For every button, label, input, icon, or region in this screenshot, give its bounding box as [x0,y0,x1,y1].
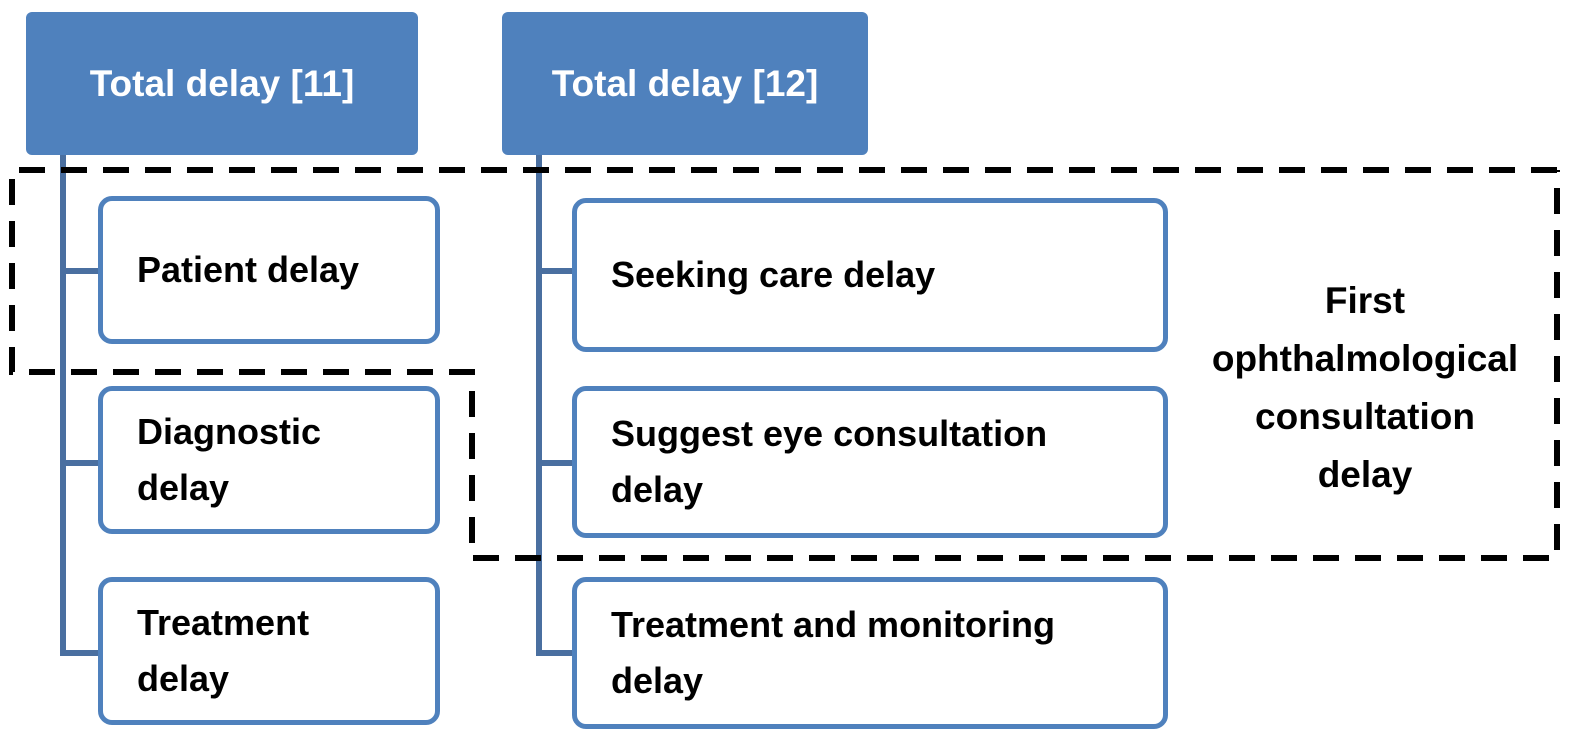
dashed-group-path [9,167,1560,561]
left-node-1: Patient delay [98,196,440,344]
left-header-label: Total delay [11] [89,62,355,104]
right-branch-line-3 [536,650,574,656]
right-trunk-line [536,155,542,653]
left-node-3: Treatment delay [98,577,440,725]
right-node-1: Seeking care delay [572,198,1168,352]
right-branch-line-1 [536,268,574,274]
left-header-box: Total delay [11] [26,12,418,155]
left-node-2-label: Diagnostic delay [137,411,322,508]
right-header-label: Total delay [12] [551,62,819,104]
right-node-3: Treatment and monitoring delay [572,577,1168,729]
left-branch-line-2 [60,460,100,466]
right-node-3-label: Treatment and monitoring delay [611,604,1056,701]
grouping-label: First ophthalmological consultation dela… [1211,280,1519,495]
left-branch-line-1 [60,268,100,274]
right-node-1-label: Seeking care delay [611,254,936,295]
right-node-2-label: Suggest eye consultation delay [611,413,1048,510]
left-branch-line-3 [60,650,100,656]
right-branch-line-2 [536,460,574,466]
left-node-2: Diagnostic delay [98,386,440,534]
left-trunk-line [60,155,66,653]
left-node-1-label: Patient delay [137,249,360,290]
left-node-3-label: Treatment delay [137,602,310,699]
right-header-box: Total delay [12] [502,12,868,155]
right-node-2: Suggest eye consultation delay [572,386,1168,538]
